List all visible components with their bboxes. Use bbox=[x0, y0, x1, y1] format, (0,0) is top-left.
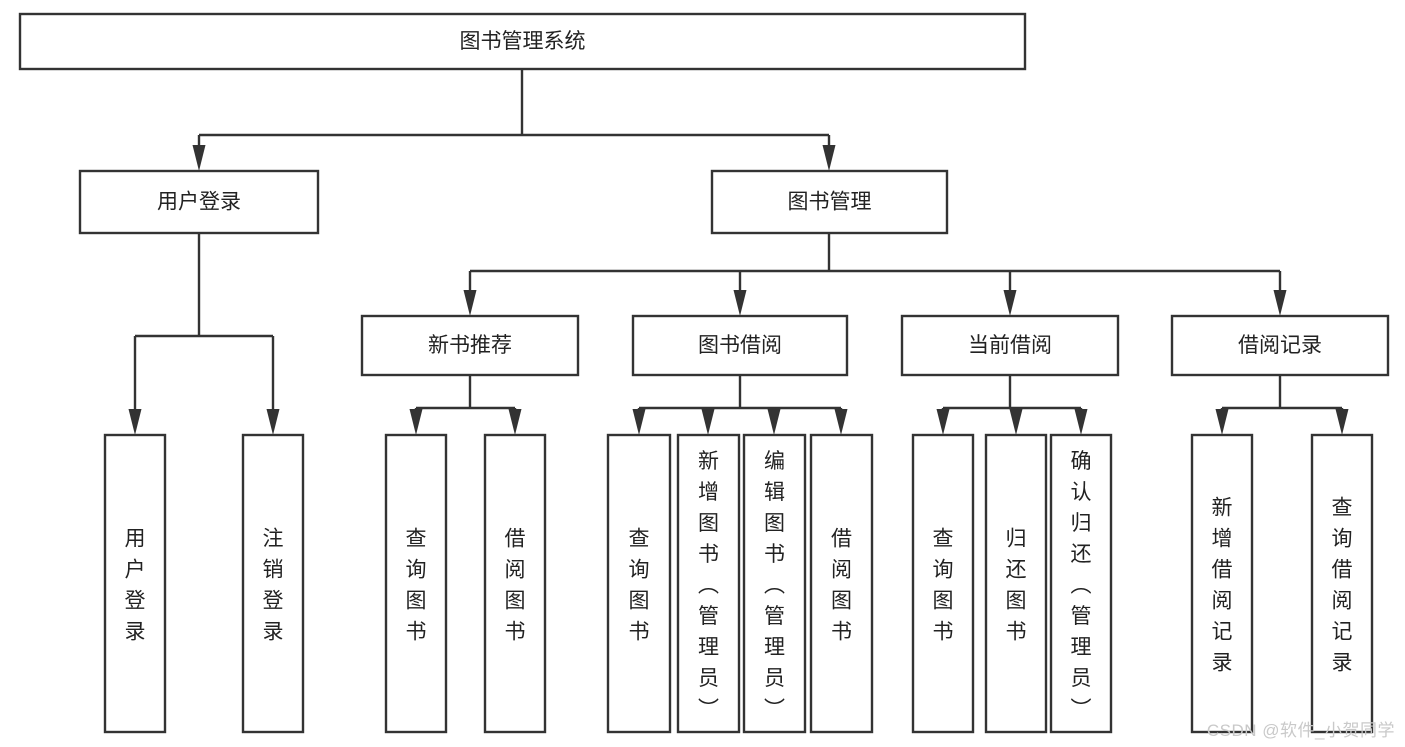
node-label: 新增借阅记录 bbox=[1212, 497, 1233, 675]
node-label: 当前借阅 bbox=[968, 334, 1052, 357]
node-box[interactable] bbox=[710, 169, 949, 235]
node-box[interactable] bbox=[384, 433, 448, 734]
node-label: 新增图书︵管理员︶ bbox=[698, 450, 719, 721]
node-leaf-query-books-recommend[interactable]: 查询图书 bbox=[384, 433, 448, 734]
node-box[interactable] bbox=[103, 433, 167, 734]
arrowhead-icon bbox=[701, 409, 715, 435]
node-leaf-borrow-books-borrow[interactable]: 借阅图书 bbox=[809, 433, 874, 734]
node-box[interactable] bbox=[631, 314, 849, 377]
node-box[interactable] bbox=[1170, 314, 1390, 377]
node-box[interactable] bbox=[241, 433, 305, 734]
node-box[interactable] bbox=[900, 314, 1120, 377]
arrowhead-icon bbox=[1003, 290, 1017, 316]
node-book-management[interactable]: 图书管理 bbox=[710, 169, 949, 235]
node-label: 用户登录 bbox=[157, 191, 241, 214]
node-box[interactable] bbox=[483, 433, 547, 734]
node-new-book-recommend[interactable]: 新书推荐 bbox=[360, 314, 580, 377]
node-label: 图书借阅 bbox=[698, 334, 782, 357]
node-label: 编辑图书︵管理员︶ bbox=[764, 450, 785, 721]
node-leaf-logout[interactable]: 注销登录 bbox=[241, 433, 305, 734]
arrowhead-icon bbox=[632, 409, 646, 435]
node-leaf-return-books[interactable]: 归还图书 bbox=[984, 433, 1048, 734]
node-box[interactable] bbox=[78, 169, 320, 235]
node-box[interactable] bbox=[676, 433, 741, 734]
node-label: 新书推荐 bbox=[428, 334, 512, 357]
node-leaf-confirm-return-admin[interactable]: 确认归还︵管理员︶ bbox=[1049, 433, 1113, 734]
arrowhead-icon bbox=[834, 409, 848, 435]
connector-book-borrow bbox=[632, 375, 848, 435]
connector-user-login bbox=[128, 233, 280, 435]
node-leaf-add-borrow-record[interactable]: 新增借阅记录 bbox=[1190, 433, 1254, 734]
node-box[interactable] bbox=[984, 433, 1048, 734]
node-label: 借阅图书 bbox=[505, 528, 526, 644]
arrowhead-icon bbox=[1273, 290, 1287, 316]
nodes-layer: 图书管理系统用户登录图书管理新书推荐图书借阅当前借阅借阅记录用户登录注销登录查询… bbox=[18, 12, 1390, 734]
node-root[interactable]: 图书管理系统 bbox=[18, 12, 1027, 71]
arrowhead-icon bbox=[409, 409, 423, 435]
arrowhead-icon bbox=[733, 290, 747, 316]
arrowhead-icon bbox=[508, 409, 522, 435]
arrowhead-icon bbox=[1215, 409, 1229, 435]
connectors-layer bbox=[128, 69, 1349, 435]
node-book-borrow[interactable]: 图书借阅 bbox=[631, 314, 849, 377]
node-leaf-add-book-admin[interactable]: 新增图书︵管理员︶ bbox=[676, 433, 741, 734]
node-box[interactable] bbox=[809, 433, 874, 734]
node-box[interactable] bbox=[360, 314, 580, 377]
arrowhead-icon bbox=[1335, 409, 1349, 435]
node-box[interactable] bbox=[742, 433, 807, 734]
arrowhead-icon bbox=[1074, 409, 1088, 435]
node-label: 归还图书 bbox=[1006, 528, 1027, 644]
arrowhead-icon bbox=[1009, 409, 1023, 435]
node-user-login[interactable]: 用户登录 bbox=[78, 169, 320, 235]
node-label: 借阅图书 bbox=[831, 528, 852, 644]
node-box[interactable] bbox=[1310, 433, 1374, 734]
connector-new-book-recommend bbox=[409, 375, 522, 435]
node-label: 查询图书 bbox=[629, 528, 650, 644]
node-box[interactable] bbox=[1049, 433, 1113, 734]
arrowhead-icon bbox=[463, 290, 477, 316]
arrowhead-icon bbox=[128, 409, 142, 435]
node-borrow-record[interactable]: 借阅记录 bbox=[1170, 314, 1390, 377]
node-leaf-query-books-borrow[interactable]: 查询图书 bbox=[606, 433, 672, 734]
node-current-borrow[interactable]: 当前借阅 bbox=[900, 314, 1120, 377]
node-leaf-user-login[interactable]: 用户登录 bbox=[103, 433, 167, 734]
node-label: 注销登录 bbox=[263, 528, 284, 644]
node-label: 查询借阅记录 bbox=[1332, 497, 1353, 675]
node-box[interactable] bbox=[1190, 433, 1254, 734]
node-label: 确认归还︵管理员︶ bbox=[1071, 450, 1092, 721]
node-label: 查询图书 bbox=[406, 528, 427, 644]
arrowhead-icon bbox=[192, 145, 206, 171]
node-label: 借阅记录 bbox=[1238, 334, 1322, 357]
connector-root bbox=[192, 69, 836, 171]
connector-borrow-record bbox=[1215, 375, 1349, 435]
node-label: 用户登录 bbox=[125, 528, 146, 644]
node-box[interactable] bbox=[911, 433, 975, 734]
node-leaf-borrow-books-recommend[interactable]: 借阅图书 bbox=[483, 433, 547, 734]
arrowhead-icon bbox=[936, 409, 950, 435]
node-box[interactable] bbox=[18, 12, 1027, 71]
arrowhead-icon bbox=[266, 409, 280, 435]
node-leaf-query-borrow-record[interactable]: 查询借阅记录 bbox=[1310, 433, 1374, 734]
node-label: 图书管理 bbox=[788, 191, 872, 214]
connector-current-borrow bbox=[936, 375, 1088, 435]
csdn-watermark: CSDN @软件_小贺同学 bbox=[1206, 721, 1395, 740]
connector-book-management bbox=[463, 233, 1287, 316]
node-leaf-edit-book-admin[interactable]: 编辑图书︵管理员︶ bbox=[742, 433, 807, 734]
arrowhead-icon bbox=[767, 409, 781, 435]
node-label: 查询图书 bbox=[933, 528, 954, 644]
node-label: 图书管理系统 bbox=[460, 30, 586, 53]
node-leaf-query-books-current[interactable]: 查询图书 bbox=[911, 433, 975, 734]
node-box[interactable] bbox=[606, 433, 672, 734]
arrowhead-icon bbox=[822, 145, 836, 171]
